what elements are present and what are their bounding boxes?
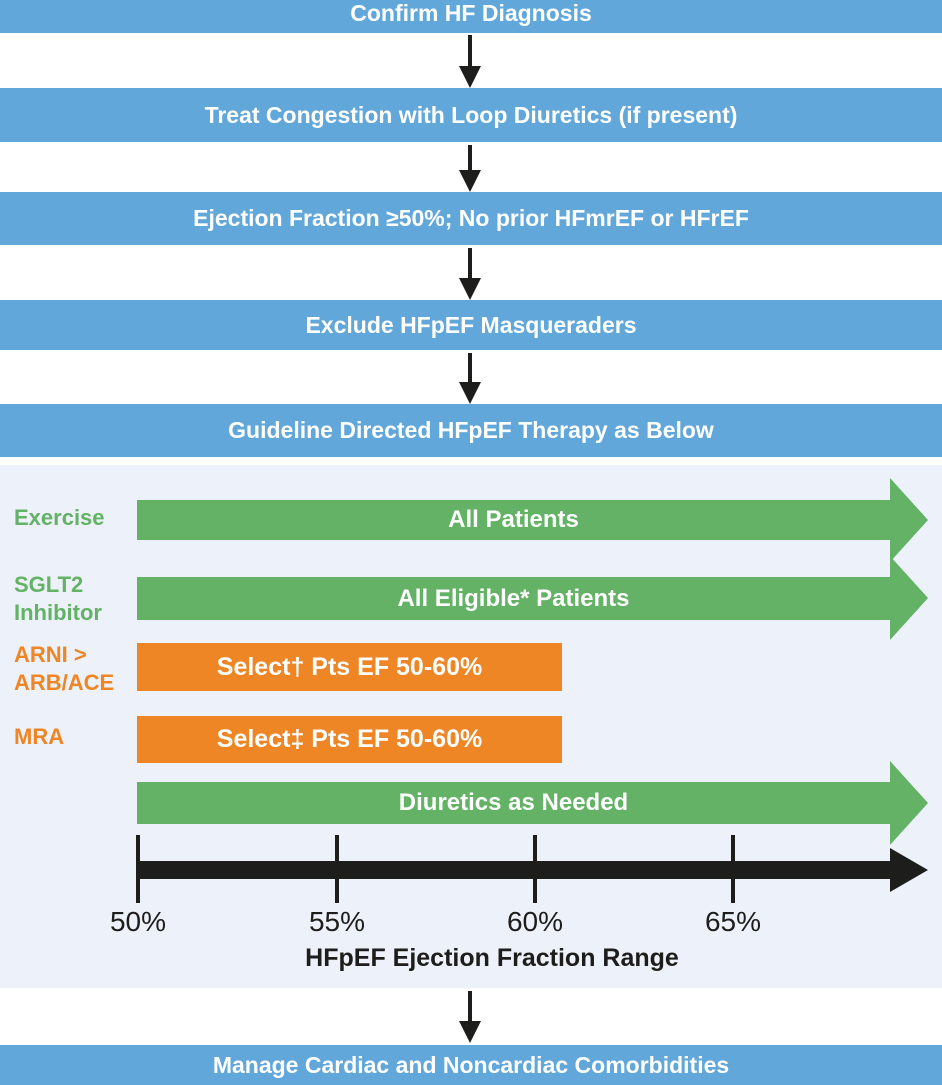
flow-step-manage-comorbidities: Manage Cardiac and Noncardiac Comorbidit… (0, 1045, 942, 1085)
ef-axis-line (138, 861, 890, 879)
therapy-label-exercise: Exercise (14, 505, 105, 530)
therapy-box-label: Select‡ Pts EF 50-60% (216, 725, 483, 753)
flow-step-exclude-masqueraders: Exclude HFpEF Masqueraders (0, 300, 942, 350)
arrow-head (459, 170, 481, 192)
flow-step-label: Exclude HFpEF Masqueraders (305, 311, 637, 338)
therapy-bar-exercise: All Patients (137, 500, 890, 540)
arrow-head (459, 278, 481, 300)
arrow-shaft (468, 353, 472, 382)
ef-axis-tick-65 (731, 835, 735, 903)
therapy-label-line2: ARB/ACE (14, 670, 115, 695)
therapy-label-arni-arb-ace: ARNI > ARB/ACE (14, 641, 114, 697)
therapy-bar-diuretics: Diuretics as Needed (137, 782, 890, 824)
flow-step-label: Treat Congestion with Loop Diuretics (if… (204, 101, 738, 128)
therapy-box-label: Select† Pts EF 50-60% (216, 652, 483, 681)
arrow-shaft (468, 248, 472, 278)
arrow-head (459, 1021, 481, 1043)
ef-axis-tick-50 (136, 835, 140, 903)
ef-axis-tick-label: 60% (506, 906, 564, 937)
therapy-box-mra: Select‡ Pts EF 50-60% (137, 716, 562, 763)
arrow-shaft (468, 145, 472, 170)
therapy-bar-label: All Patients (448, 506, 579, 533)
down-arrow-icon (458, 991, 482, 1043)
ef-axis-title: HFpEF Ejection Fraction Range (305, 944, 679, 972)
arrow-shaft (468, 35, 472, 66)
ef-axis-tick-label: 50% (109, 906, 167, 937)
down-arrow-icon (458, 35, 482, 88)
flow-step-label: Guideline Directed HFpEF Therapy as Belo… (228, 417, 714, 443)
ef-axis-tick-60 (533, 835, 537, 903)
ef-axis-tick-label: 55% (308, 906, 366, 937)
flow-step-ejection-fraction-criteria: Ejection Fraction ≥50%; No prior HFmrEF … (0, 192, 942, 245)
green-arrowhead-icon (890, 761, 928, 845)
down-arrow-icon (458, 353, 482, 404)
therapy-bar-label: All Eligible* Patients (397, 584, 630, 612)
down-arrow-icon (458, 248, 482, 300)
therapy-label-mra: MRA (14, 724, 65, 749)
flow-step-guideline-directed-therapy: Guideline Directed HFpEF Therapy as Belo… (0, 404, 942, 457)
flow-step-label: Manage Cardiac and Noncardiac Comorbidit… (212, 1051, 730, 1078)
green-arrowhead-icon (890, 478, 928, 562)
ef-axis-tick-55 (335, 835, 339, 903)
arrow-shaft (468, 991, 472, 1021)
ef-axis-arrowhead-icon (890, 848, 928, 892)
arrow-head (459, 66, 481, 88)
therapy-label-line1: ARNI > (14, 642, 87, 667)
green-arrowhead-icon (890, 556, 928, 640)
therapy-label-line2: Inhibitor (14, 600, 102, 625)
arrow-head (459, 382, 481, 404)
therapy-label-line1: SGLT2 (14, 572, 84, 597)
therapy-box-arni: Select† Pts EF 50-60% (137, 643, 562, 691)
flow-step-label: Ejection Fraction ≥50%; No prior HFmrEF … (193, 205, 749, 231)
flow-step-label: Confirm HF Diagnosis (350, 0, 592, 26)
flow-step-confirm-hf-diagnosis: Confirm HF Diagnosis (0, 0, 942, 33)
flow-step-treat-congestion: Treat Congestion with Loop Diuretics (if… (0, 88, 942, 142)
therapy-bar-label: Diuretics as Needed (398, 789, 629, 816)
ef-axis-tick-label: 65% (704, 906, 762, 937)
down-arrow-icon (458, 145, 482, 192)
therapy-bar-sglt2: All Eligible* Patients (137, 577, 890, 620)
